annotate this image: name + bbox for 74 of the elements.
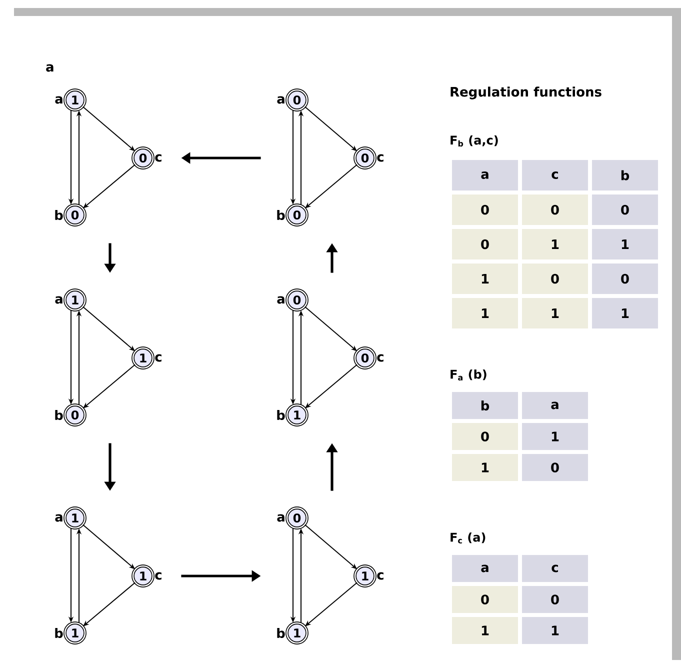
node-name: c [155,354,162,362]
node-name: a [55,96,62,104]
state-network [55,506,162,644]
state-node: 1 [132,346,154,370]
state-node: 0 [286,88,308,112]
node-name: a [55,296,62,304]
table-cell: a [452,555,518,582]
table-cell: c [522,555,588,582]
table-cell: 1 [522,617,588,644]
node-name: c [377,572,384,580]
table-caption: F$_{c}$ (a) [450,532,486,544]
state-node: 1 [354,564,376,588]
state-node: 0 [354,346,376,370]
table-cell: 0 [592,264,658,294]
table-cell: b [452,392,518,419]
table-cell: 0 [452,586,518,613]
table-cell: 0 [452,423,518,450]
node-name: c [377,154,384,162]
table-cell: 0 [522,454,588,481]
table-caption: F$_{a}$ (b) [450,369,486,380]
table-caption: F$_{b}$ (a,c) [450,135,498,147]
state-node: 1 [286,404,308,426]
table-cell: 1 [452,298,518,328]
table-cell: b [592,160,658,190]
state-node: 0 [286,506,308,530]
state-network [277,288,384,426]
node-name: a [55,514,62,522]
table-cell: 0 [522,194,588,225]
node-name: c [155,572,162,580]
node-name: b [277,628,285,638]
table-cell: 0 [452,194,518,225]
table-cell: c [522,160,588,190]
state-node: 1 [64,288,86,312]
table-cell: 0 [592,194,658,225]
state-network [277,88,384,226]
table-cell: 1 [522,298,588,328]
state-node: 1 [64,88,86,112]
node-name: b [277,210,285,220]
state-network [277,506,384,644]
state-node: 0 [354,146,376,170]
node-name: a [277,296,284,304]
table-cell: 1 [452,264,518,294]
node-name: a [277,96,284,104]
state-node: 0 [64,404,86,426]
node-name: b [55,628,63,638]
table-cell: 1 [452,454,518,481]
node-name: b [55,410,63,420]
panel-letter: a [46,64,54,72]
state-node: 0 [286,288,308,312]
state-node: 0 [64,204,86,226]
table-cell: 0 [452,229,518,260]
state-node: 1 [286,622,308,644]
state-node: 1 [64,506,86,530]
node-name: c [377,354,384,362]
table-cell: a [452,160,518,190]
state-node: 0 [286,204,308,226]
node-name: b [277,410,285,420]
node-name: b [55,210,63,220]
table-cell: 1 [592,229,658,260]
state-network [55,288,162,426]
table-cell: 1 [522,229,588,260]
table-cell: 0 [522,586,588,613]
state-node: 1 [64,622,86,644]
state-node: 1 [132,564,154,588]
table-cell: 1 [592,298,658,328]
state-network [55,88,162,226]
panel-title: Regulation functions [450,86,602,100]
table-cell: a [522,392,588,419]
table-cell: 0 [522,264,588,294]
table-cell: 1 [522,423,588,450]
state-node: 0 [132,146,154,170]
table-cell: 1 [452,617,518,644]
node-name: c [155,154,162,162]
node-name: a [277,514,284,522]
